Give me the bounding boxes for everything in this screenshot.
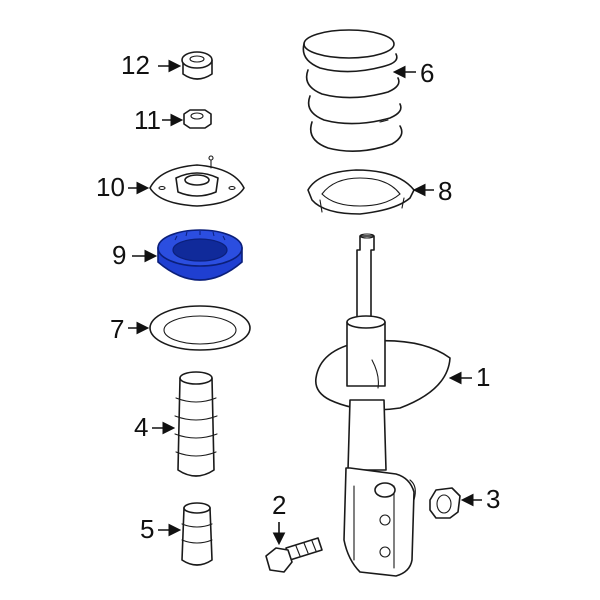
callout-1: 1 <box>476 362 490 392</box>
part-8-spring-seat[interactable] <box>307 169 415 215</box>
part-12-cap[interactable] <box>181 51 213 80</box>
callout-4: 4 <box>134 412 148 442</box>
callout-3: 3 <box>486 484 500 514</box>
part-2-bolt[interactable] <box>265 537 323 573</box>
callout-12: 12 <box>121 50 150 80</box>
callout-6: 6 <box>420 58 434 88</box>
callout-5: 5 <box>140 514 154 544</box>
callout-8: 8 <box>438 176 452 206</box>
part-4-dust-boot[interactable] <box>174 371 218 477</box>
callout-7: 7 <box>110 314 124 344</box>
part-1-strut[interactable] <box>314 233 451 577</box>
part-3-flange-nut[interactable] <box>429 487 461 519</box>
callout-10: 10 <box>96 172 125 202</box>
part-5-bump-stop[interactable] <box>181 502 213 566</box>
part-6-coil-spring[interactable] <box>302 29 403 152</box>
part-9-bearing-highlighted[interactable] <box>157 229 243 281</box>
part-10-strut-mount[interactable] <box>149 155 245 207</box>
callout-9: 9 <box>112 240 126 270</box>
callout-2: 2 <box>272 490 286 520</box>
part-11-nut[interactable] <box>183 109 212 129</box>
callout-11: 11 <box>134 105 161 135</box>
part-7-insulator[interactable] <box>149 305 251 351</box>
